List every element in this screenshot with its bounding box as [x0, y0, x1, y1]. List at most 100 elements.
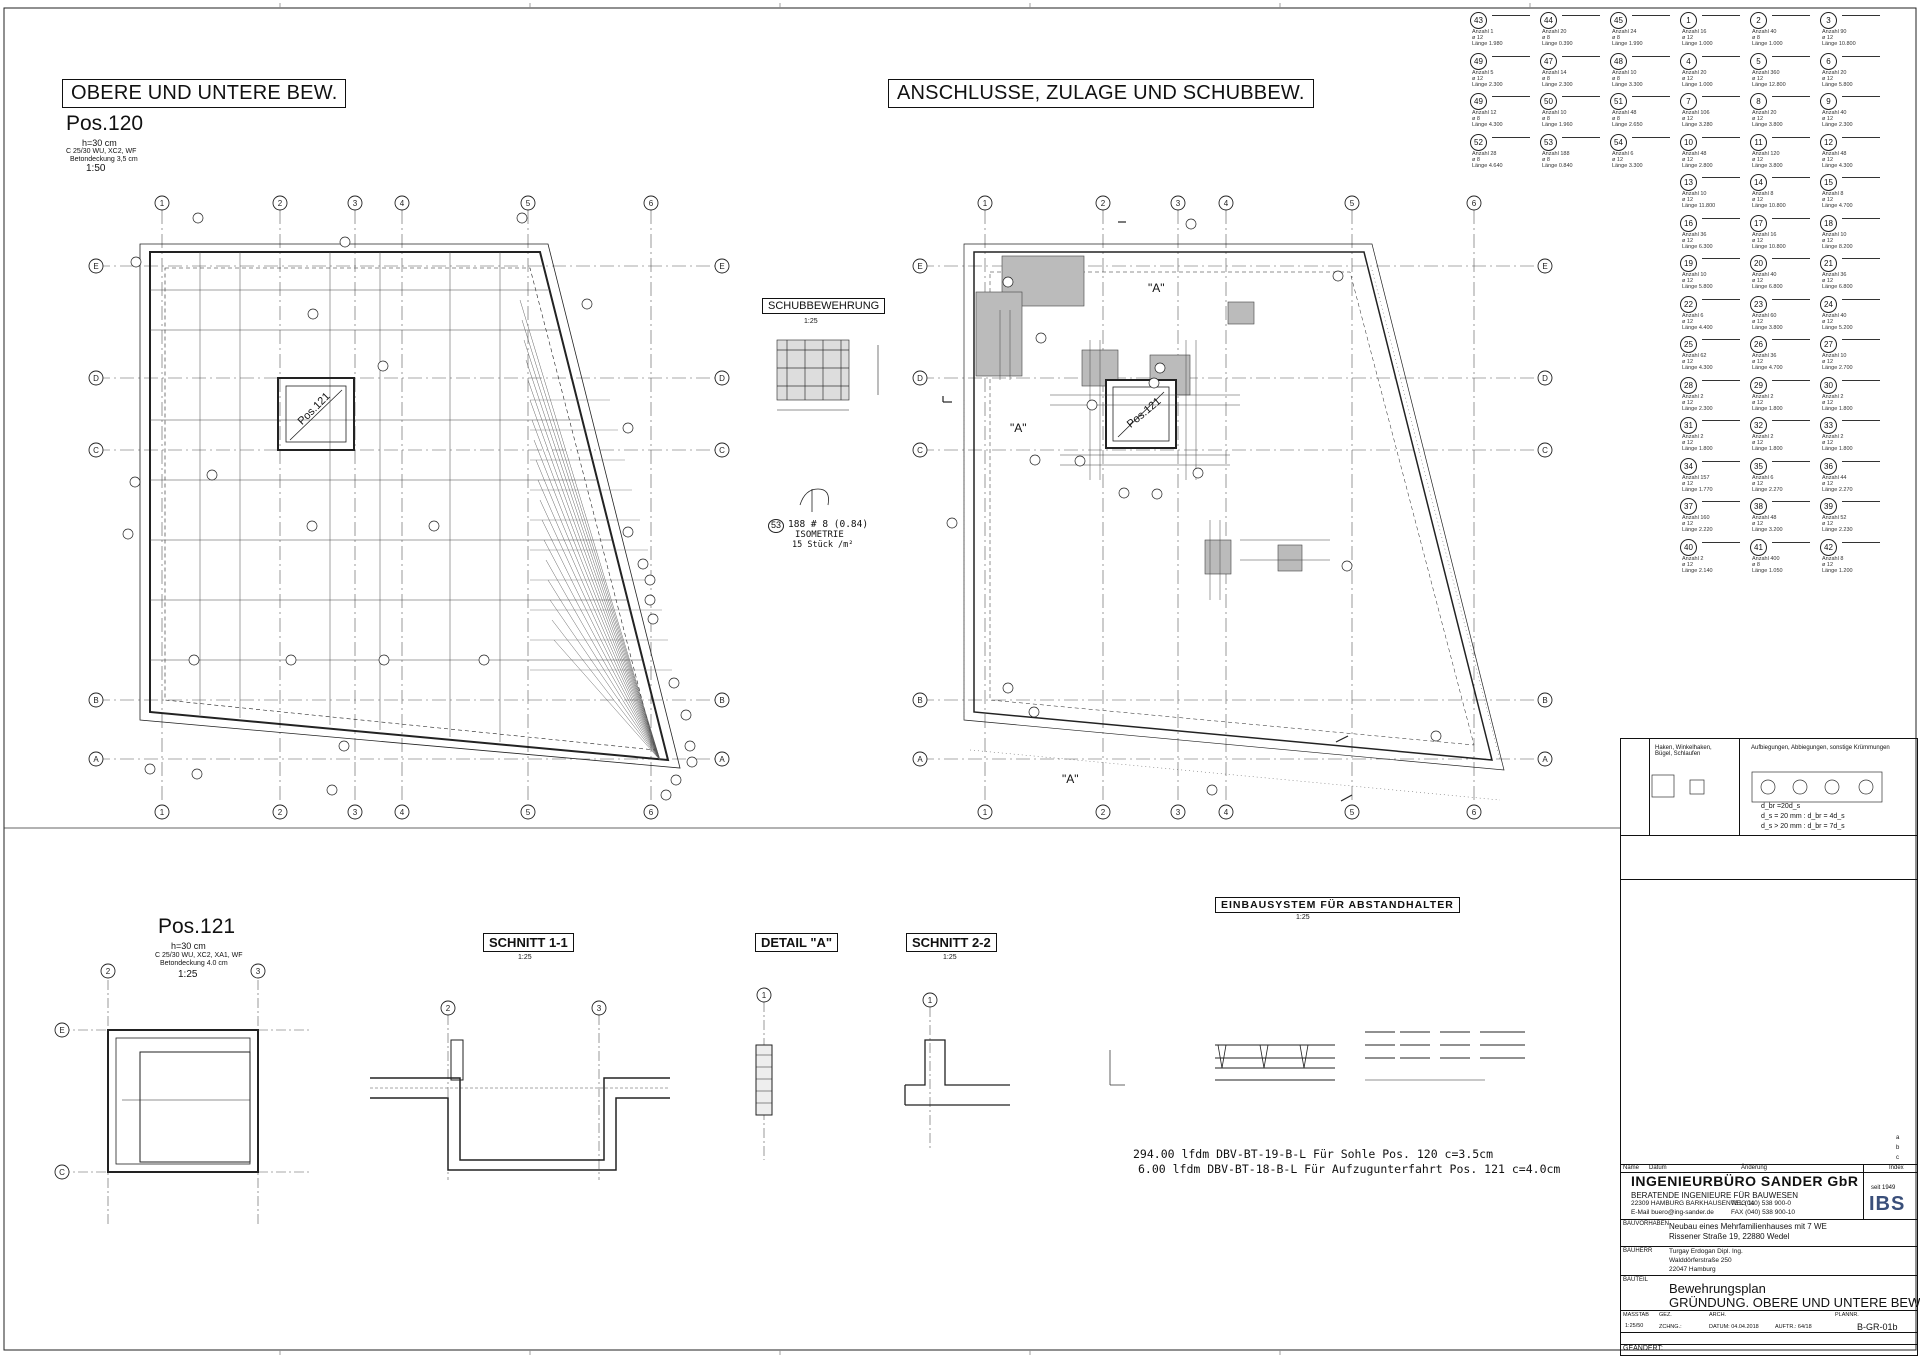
schedule-count: Anzahl 400 [1752, 555, 1780, 562]
schedule-length: Länge 2.300 [1682, 405, 1713, 412]
schedule-length: Länge 3.200 [1752, 527, 1783, 533]
schedule-count: Anzahl 40 [1822, 110, 1847, 116]
detail-marker-2: "A" [1010, 421, 1027, 435]
schedule-length: Länge 2.300 [1542, 81, 1573, 88]
schedule-pos-bubble: 10 [1680, 133, 1697, 151]
schedule-count: Anzahl 2 [1682, 393, 1704, 400]
schedule-length: Länge 0.390 [1542, 41, 1573, 47]
col-aenderung: Änderung [1741, 1165, 1768, 1171]
schedule-shape [1702, 96, 1740, 97]
svg-text:4: 4 [400, 199, 405, 208]
schedule-pos-bubble: 42 [1820, 538, 1837, 556]
schedule-diameter: ø 12 [1752, 399, 1764, 406]
section-1-1-scale: 1:25 [518, 954, 532, 961]
svg-text:D: D [917, 374, 923, 383]
schedule-pos-bubble: 29 [1750, 376, 1767, 394]
schedule-count: Anzahl 60 [1752, 312, 1777, 319]
schedule-pos-bubble: 1 [1680, 12, 1697, 29]
pos120-height: h=30 cm [82, 138, 117, 148]
svg-text:2: 2 [278, 199, 283, 208]
schedule-count: Anzahl 20 [1542, 29, 1567, 35]
schedule-count: Anzahl 10 [1682, 191, 1707, 197]
section-1-1: 2 3 [370, 1000, 670, 1180]
schedule-count: Anzahl 6 [1682, 312, 1704, 319]
schedule-pos-bubble: 37 [1680, 498, 1697, 515]
schedule-length: Länge 1.000 [1682, 81, 1713, 88]
svg-text:E: E [719, 262, 724, 271]
schedule-diameter: ø 8 [1612, 35, 1620, 41]
schedule-shape [1702, 55, 1740, 57]
company-address: 22309 HAMBURG BARKHAUSENWEG 11 [1631, 1200, 1755, 1207]
schedule-diameter: ø 12 [1752, 521, 1764, 527]
schedule-diameter: ø 12 [1472, 75, 1484, 82]
schedule-diameter: ø 12 [1822, 116, 1834, 122]
schedule-pos-bubble: 13 [1680, 174, 1697, 191]
schedule-length: Länge 10.800 [1822, 41, 1856, 47]
schedule-pos-bubble: 2 [1750, 12, 1767, 29]
formula-1: d_br =20d_s [1761, 803, 1801, 810]
shear-iso: ISOMETRIE [795, 530, 844, 540]
schedule-pos-bubble: 36 [1820, 457, 1837, 475]
schedule-shape [1492, 136, 1530, 138]
schedule-shape [1772, 55, 1810, 57]
auftr-value: AUFTR.: 64/18 [1775, 1324, 1812, 1330]
svg-text:1: 1 [983, 808, 988, 817]
schedule-shape [1842, 217, 1880, 219]
schedule-pos-bubble: 52 [1470, 133, 1487, 151]
schedule-count: Anzahl 5 [1472, 69, 1494, 76]
schedule-pos-bubble: 43 [1470, 12, 1487, 29]
schedule-count: Anzahl 90 [1822, 29, 1847, 35]
svg-text:6: 6 [649, 808, 654, 817]
schedule-diameter: ø 12 [1682, 440, 1694, 446]
svg-text:D: D [1542, 374, 1548, 383]
zchng-label: ZCHNG.: [1659, 1324, 1682, 1330]
svg-text:6: 6 [649, 199, 654, 208]
schedule-diameter: ø 12 [1682, 197, 1694, 203]
schedule-diameter: ø 12 [1822, 278, 1834, 284]
section-2-2-title: SCHNITT 2-2 [906, 933, 997, 952]
schedule-length: Länge 2.220 [1682, 527, 1713, 533]
schedule-count: Anzahl 10 [1822, 353, 1847, 359]
svg-text:E: E [917, 262, 922, 271]
schedule-length: Länge 4.700 [1752, 365, 1783, 371]
bauherr-line-3: 22047 Hamburg [1669, 1266, 1716, 1273]
schedule-count: Anzahl 8 [1822, 555, 1844, 562]
schedule-length: Länge 2.300 [1822, 122, 1853, 128]
schedule-shape [1702, 258, 1740, 259]
schedule-count: Anzahl 12 [1472, 110, 1497, 116]
schedule-length: Länge 1.770 [1682, 486, 1713, 493]
schedule-shape [1702, 217, 1740, 219]
svg-text:2: 2 [106, 967, 111, 976]
svg-text:5: 5 [1350, 808, 1355, 817]
schedule-diameter: ø 12 [1682, 278, 1694, 284]
schedule-shape [1492, 15, 1530, 16]
schedule-length: Länge 2.140 [1682, 567, 1713, 574]
schedule-count: Anzahl 160 [1682, 515, 1710, 521]
schedule-shape [1632, 55, 1670, 57]
legend-hooks: Haken, Winkelhaken, Bügel, Schlaufen [1655, 745, 1712, 757]
schedule-count: Anzahl 10 [1822, 231, 1847, 238]
schedule-pos-bubble: 33 [1820, 417, 1837, 434]
pos120-label: Pos.120 [66, 112, 144, 135]
schedule-shape [1772, 177, 1810, 178]
schedule-length: Länge 4.300 [1682, 365, 1713, 371]
schedule-pos-bubble: 5 [1750, 52, 1767, 70]
massstab-label: MASSTAB [1623, 1312, 1649, 1318]
shear-scale: 1:25 [804, 318, 818, 325]
schedule-diameter: ø 12 [1752, 75, 1764, 82]
schedule-shape [1772, 96, 1810, 97]
schedule-count: Anzahl 2 [1752, 434, 1774, 440]
schedule-count: Anzahl 40 [1752, 29, 1777, 35]
